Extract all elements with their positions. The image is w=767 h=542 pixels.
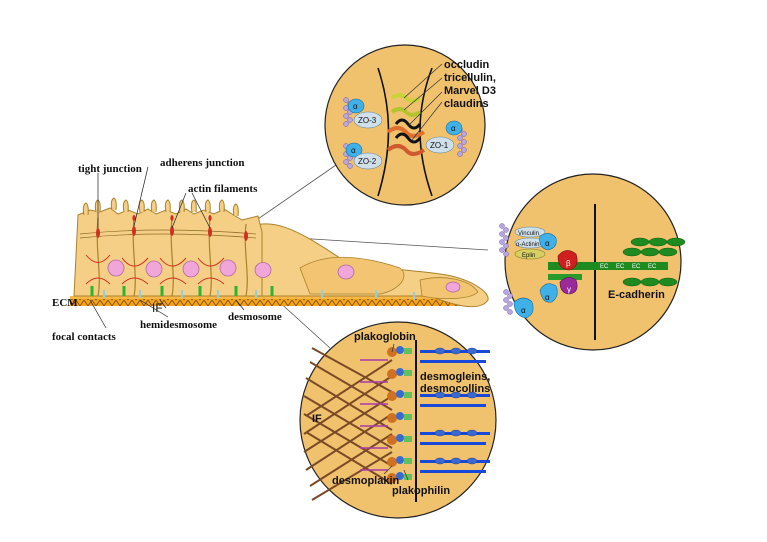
epithelial-cells: [73, 197, 489, 308]
aj-eplin-label: Eplin: [522, 253, 535, 259]
alpha-catenin-zo1: [445, 120, 463, 136]
microvilli: [82, 197, 239, 217]
label-adherens-junction: adherens junction: [160, 157, 244, 169]
hemidesmosome-marks: [90, 286, 274, 296]
tj-label-leaders: [403, 63, 443, 141]
aj-alpha-2: α: [521, 306, 526, 315]
columnar-cells: [73, 207, 263, 297]
tj-zo3-label: ZO-3: [358, 116, 377, 125]
occludin-strand-2: [386, 144, 426, 156]
desmo-label-if: IF: [312, 413, 322, 425]
cadherin-domains: [434, 347, 478, 465]
adherens-junction-inset: EC EC EC EC Vinculin α-Actinin Eplin α β…: [499, 173, 686, 351]
claudin-strand: [394, 118, 422, 130]
ecm-layer: [70, 296, 480, 306]
zo2-protein: [353, 152, 383, 170]
label-hemidesmosome: hemidesmosome: [140, 319, 217, 331]
inset-circle: [299, 321, 497, 519]
intermediate-filaments: [303, 347, 393, 501]
aj-alpha-3: α: [545, 293, 550, 302]
desmo-label-desmocollins: desmocollins: [420, 383, 490, 395]
nucleus: [337, 264, 355, 280]
eplin-protein: [514, 248, 546, 260]
junction-marks: [96, 215, 248, 241]
aj-gamma: γ: [567, 285, 571, 294]
alpha-catenin-zo3: [347, 98, 365, 114]
cell-label-leaders: [89, 166, 245, 329]
alpha-catenin-zo2: [345, 142, 363, 158]
alpha-catenin-lower: [513, 297, 534, 319]
ec-label-3: EC: [632, 264, 641, 270]
marveld3-strand: [390, 107, 422, 117]
tj-label-tricellulin: tricellulin,: [444, 72, 496, 84]
tj-label-claudins: claudins: [444, 98, 489, 110]
desmoplakin-links: [360, 359, 388, 471]
ec-label-4: EC: [648, 264, 657, 270]
tj-label-occludin: occludin: [444, 59, 490, 71]
label-focal-contacts: focal contacts: [52, 331, 117, 343]
ec-domains: [622, 237, 686, 287]
connector-tight-junction: [244, 164, 337, 229]
ec-label-2: EC: [616, 264, 625, 270]
claudin-strand-2: [394, 132, 422, 144]
desmo-label-plakoglobin: plakoglobin: [354, 331, 416, 343]
aj-alpha-1: α: [545, 239, 550, 248]
aj-actinin-label: α-Actinin: [516, 242, 539, 248]
label-ecm: ECM: [52, 297, 78, 309]
nucleus: [145, 260, 163, 278]
desmosome-links: [85, 254, 225, 285]
tj-label-marveld3: Marvel D3: [444, 85, 496, 97]
nuclei: [107, 259, 461, 293]
zo1-protein: [425, 136, 455, 154]
label-tight-junction: tight junction: [78, 163, 142, 175]
tj-zo1-label: ZO-1: [430, 141, 449, 150]
alpha-catenin-lower-2: [539, 283, 558, 303]
vinculin-protein: [514, 226, 546, 238]
aj-vinculin-label: Vinculin: [518, 231, 539, 237]
nucleus: [254, 262, 272, 278]
membrane-right: [419, 67, 433, 197]
tight-junction-inset: α ZO-3 α ZO-2 α ZO-1 occludin tricelluli…: [324, 44, 496, 206]
occludin-strand: [386, 126, 426, 138]
tj-alpha-2: α: [351, 146, 356, 155]
ecadherin-cytoplasmic: [548, 274, 582, 280]
nucleus: [182, 260, 200, 278]
ecadherin-bar: [548, 262, 668, 270]
beta-catenin: [557, 250, 578, 271]
desmosome-inset: plakoglobin desmogleins, desmocollins IF…: [299, 321, 497, 519]
desmo-label-desmoplakin: desmoplakin: [332, 475, 400, 487]
zo3-protein: [353, 111, 383, 129]
tj-alpha-3: α: [451, 124, 456, 133]
gamma-catenin: [559, 277, 578, 295]
alpha-catenin-upper: [539, 233, 557, 251]
nucleus: [107, 259, 125, 277]
label-if: IF: [152, 301, 163, 315]
actin-chains: [499, 223, 513, 315]
desmo-label-desmogleins: desmogleins,: [420, 371, 490, 383]
aj-label-ecadherin: E-cadherin: [608, 289, 665, 301]
label-desmosome: desmosome: [228, 311, 282, 323]
tj-zo2-label: ZO-2: [358, 157, 377, 166]
nucleus: [445, 281, 461, 293]
tj-alpha-1: α: [353, 102, 358, 111]
desmo-label-plakophilin: plakophilin: [392, 485, 450, 497]
focal-contact-marks: [103, 290, 415, 300]
ec-label-1: EC: [600, 264, 609, 270]
desmo-label-leaders: [383, 343, 409, 481]
nucleus: [219, 259, 237, 277]
label-actin-filaments: actin filaments: [188, 183, 258, 195]
aj-beta: β: [566, 259, 571, 268]
